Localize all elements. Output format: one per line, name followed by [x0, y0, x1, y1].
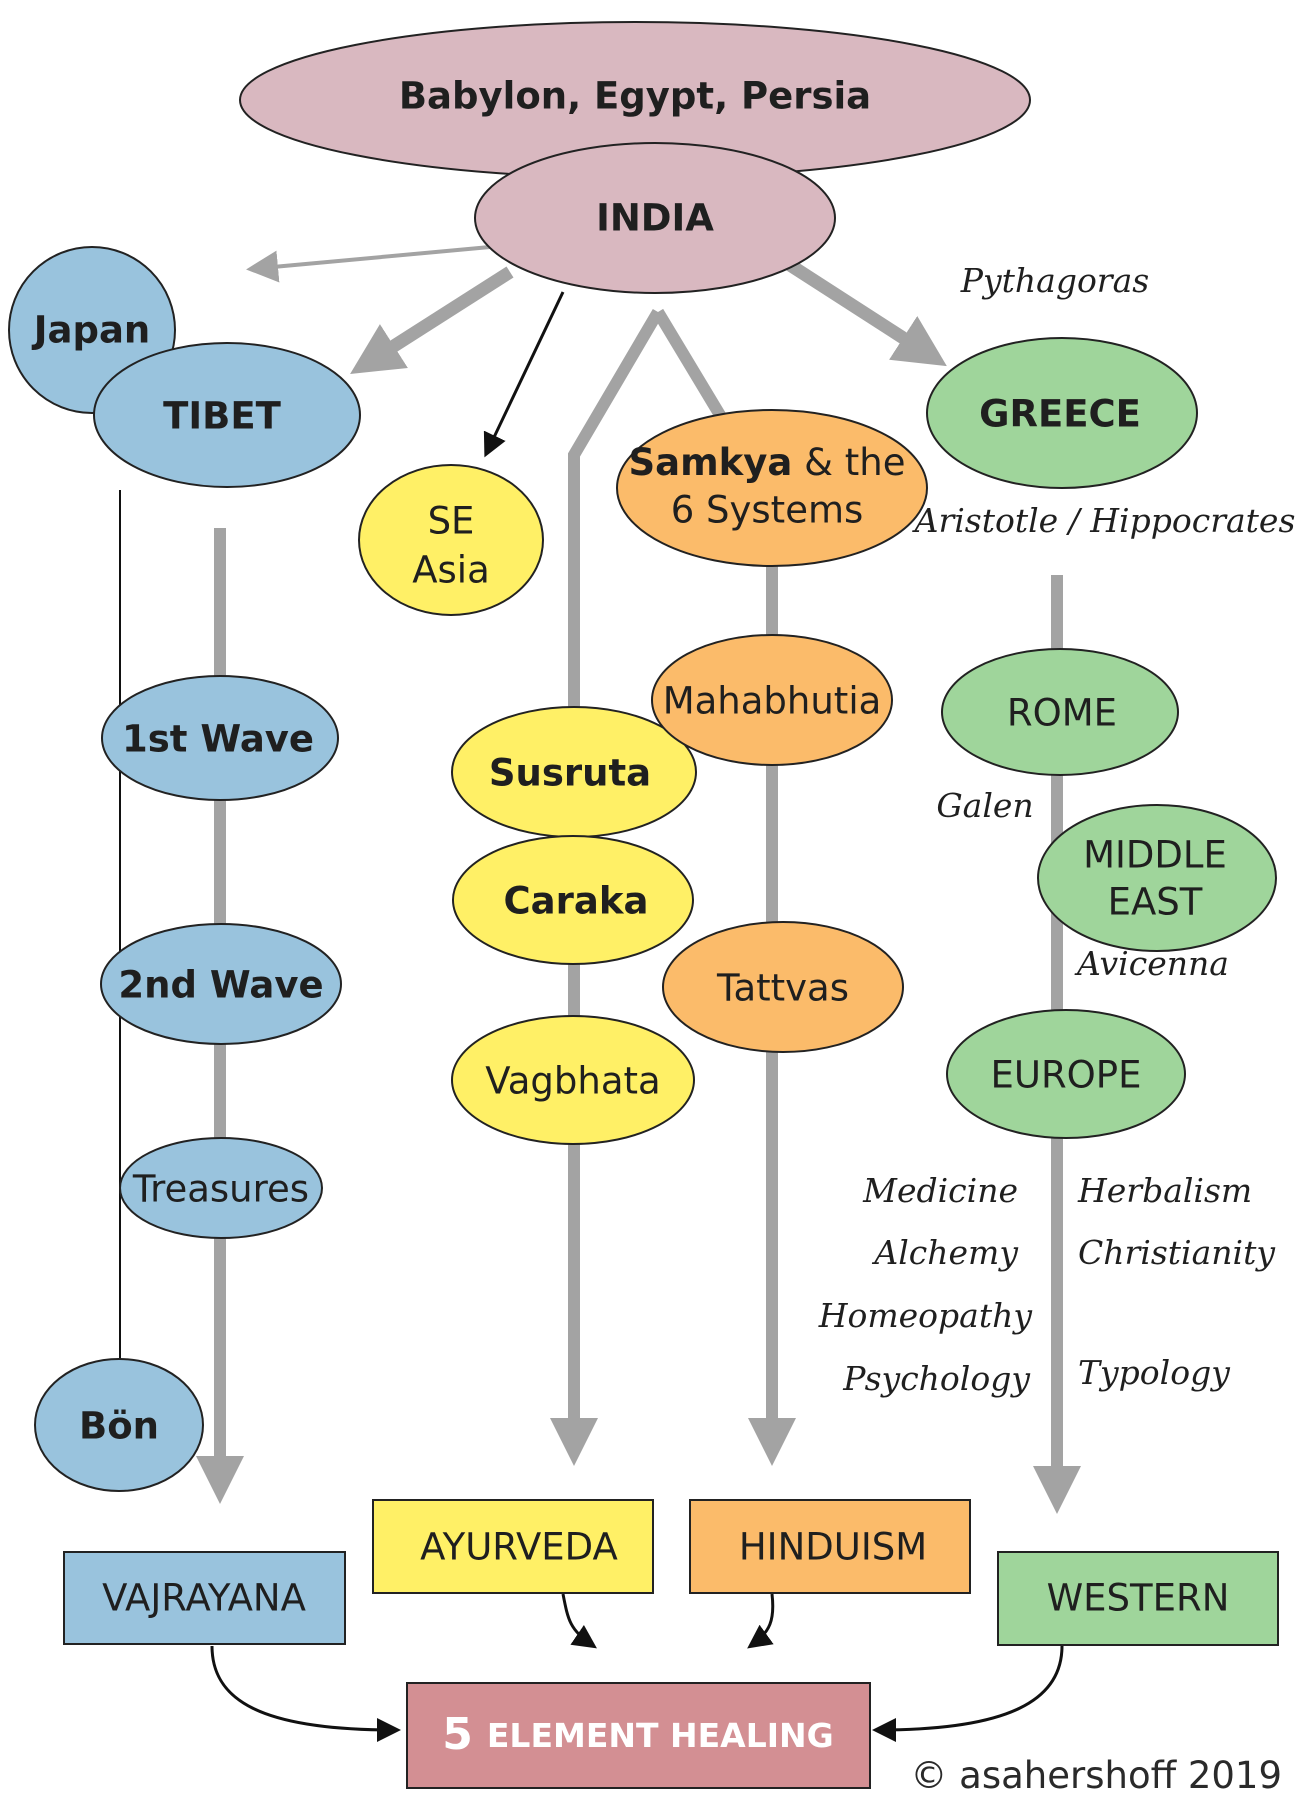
samkya-label-line1: Samkya & the	[629, 441, 906, 484]
note-alchemy: Alchemy	[871, 1233, 1018, 1272]
node-samkya: Samkya & the 6 Systems	[616, 409, 928, 567]
middle-east-label-line2: EAST	[1108, 881, 1203, 924]
hinduism-label: HINDUISM	[739, 1526, 927, 1569]
samkya-label-line2: 6 Systems	[671, 489, 864, 532]
copyright-notice: © asahershoff 2019	[910, 1754, 1282, 1797]
note-avicenna: Avicenna	[1074, 944, 1229, 983]
node-second-wave: 2nd Wave	[100, 923, 342, 1045]
samkya-bold-word: Samkya	[629, 441, 793, 484]
arrow-western-to-healing	[872, 1645, 1064, 1742]
note-medicine: Medicine	[862, 1171, 1018, 1210]
note-psychology: Psychology	[842, 1359, 1030, 1398]
annotations: Pythagoras Aristotle / Hippocrates Galen…	[818, 261, 1296, 1398]
arrow-vajrayana-to-healing	[210, 1645, 401, 1742]
box-hinduism: HINDUISM	[689, 1499, 971, 1594]
node-treasures: Treasures	[119, 1137, 323, 1239]
box-western: WESTERN	[997, 1551, 1279, 1646]
se-asia-label-line2: Asia	[412, 549, 490, 592]
node-bon: Bön	[34, 1358, 204, 1492]
node-vagbhata: Vagbhata	[451, 1015, 695, 1145]
arrow-india-to-se-asia	[483, 291, 565, 458]
rome-label: ROME	[1007, 692, 1117, 735]
samkya-rest-words: & the	[792, 441, 905, 484]
vajrayana-label: VAJRAYANA	[102, 1577, 306, 1620]
note-herbalism: Herbalism	[1077, 1171, 1252, 1210]
india-label: INDIA	[596, 197, 714, 240]
treasures-label: Treasures	[132, 1168, 309, 1211]
japan-label: Japan	[31, 309, 151, 352]
second-wave-label: 2nd Wave	[118, 964, 323, 1007]
arrow-india-to-greece	[786, 259, 947, 367]
note-galen: Galen	[936, 786, 1033, 825]
node-rome: ROME	[941, 648, 1179, 776]
note-typology: Typology	[1078, 1353, 1230, 1392]
caraka-label: Caraka	[504, 880, 649, 923]
healing-number: 5	[442, 1709, 473, 1760]
element-healing-label: 5 ELEMENT HEALING	[442, 1709, 833, 1760]
tibet-label: TIBET	[163, 395, 281, 438]
node-europe: EUROPE	[946, 1009, 1186, 1139]
ayurveda-label: AYURVEDA	[420, 1526, 618, 1569]
box-vajrayana: VAJRAYANA	[63, 1551, 346, 1645]
vagbhata-label: Vagbhata	[485, 1060, 660, 1103]
europe-label: EUROPE	[991, 1054, 1142, 1097]
first-wave-label: 1st Wave	[122, 718, 314, 761]
note-aristotle-hippocrates: Aristotle / Hippocrates	[912, 501, 1296, 540]
bon-label: Bön	[79, 1405, 159, 1448]
note-homeopathy: Homeopathy	[818, 1296, 1033, 1335]
box-ayurveda: AYURVEDA	[372, 1499, 654, 1594]
line-india-to-susruta	[568, 308, 664, 720]
arrow-hinduism-to-healing	[747, 1593, 775, 1649]
susruta-label: Susruta	[489, 752, 651, 795]
node-first-wave: 1st Wave	[101, 675, 339, 801]
arrow-india-to-tibet	[350, 266, 514, 374]
node-babylon: Babylon, Egypt, Persia	[239, 21, 1031, 179]
node-caraka: Caraka	[452, 835, 694, 965]
healing-words: ELEMENT HEALING	[487, 1716, 834, 1755]
node-india: INDIA	[474, 142, 836, 294]
node-tibet: TIBET	[93, 342, 361, 488]
se-asia-label-line1: SE	[428, 500, 475, 543]
babylon-label: Babylon, Egypt, Persia	[399, 75, 871, 118]
middle-east-label-line1: MIDDLE	[1083, 834, 1227, 877]
mahabhutia-label: Mahabhutia	[663, 680, 882, 723]
node-middle-east: MIDDLE EAST	[1037, 804, 1277, 952]
arrow-india-to-offpage	[246, 245, 491, 283]
box-element-healing: 5 ELEMENT HEALING	[406, 1682, 871, 1789]
healing-arrows	[210, 1593, 1064, 1742]
note-christianity: Christianity	[1078, 1233, 1275, 1272]
node-greece: GREECE	[926, 337, 1198, 489]
node-tattvas: Tattvas	[662, 921, 904, 1053]
node-susruta: Susruta	[451, 706, 697, 838]
western-label: WESTERN	[1047, 1577, 1230, 1620]
greece-label: GREECE	[979, 393, 1141, 436]
tattvas-label: Tattvas	[716, 967, 849, 1010]
arrow-ayurveda-to-healing	[561, 1593, 597, 1649]
node-mahabhutia: Mahabhutia	[651, 634, 893, 766]
node-se-asia: SE Asia	[358, 464, 544, 616]
note-pythagoras: Pythagoras	[960, 261, 1149, 300]
